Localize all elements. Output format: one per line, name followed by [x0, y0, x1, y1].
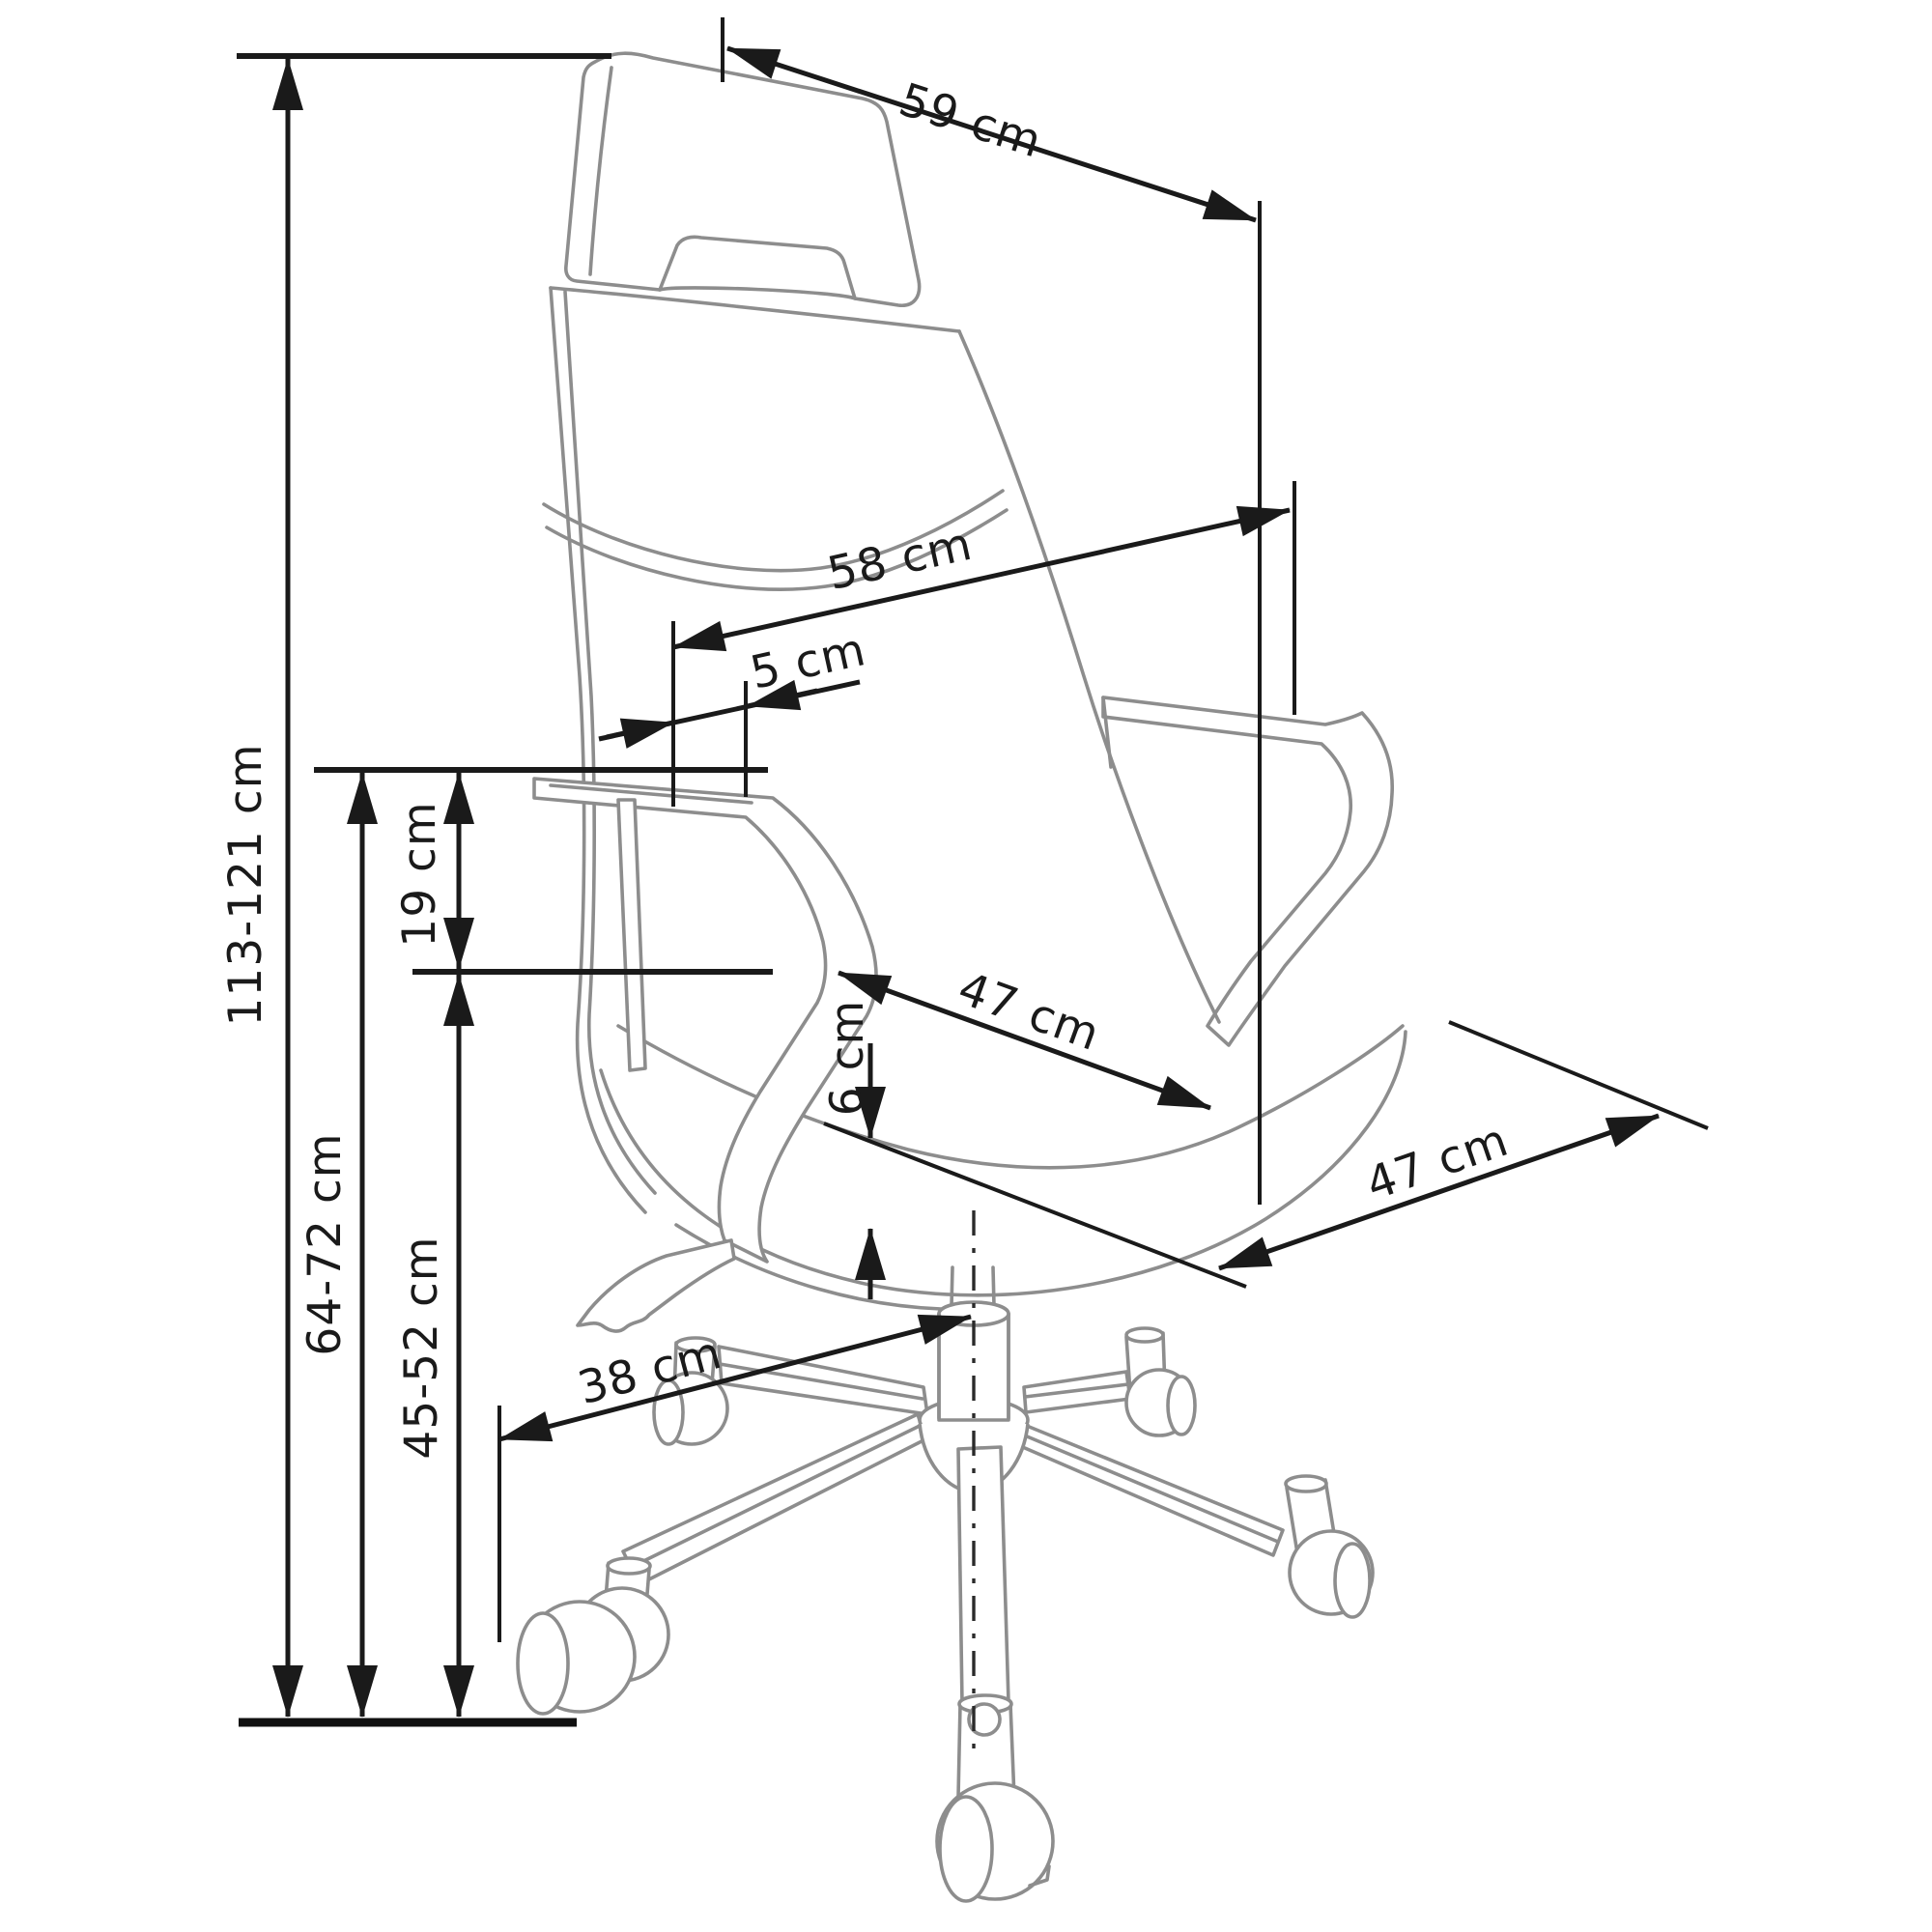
dimension-total-height: 113-121 cm [219, 58, 303, 1718]
dim-label-armrest-height: 64-72 cm [298, 1132, 352, 1355]
front-caster [935, 1445, 1055, 1903]
dimension-armrest-height: 64-72 cm [298, 772, 378, 1718]
dim-label-total-height: 113-121 cm [219, 744, 272, 1027]
right-armrest [1101, 696, 1395, 1047]
dim-label-seat-depth: 47 cm [952, 962, 1107, 1062]
dim-label-seat-height: 45-52 cm [395, 1236, 448, 1459]
gas-lift-piston [950, 1265, 996, 1308]
ext-line-seat-rear [1448, 1020, 1709, 1130]
dim-label-armrest-over-seat: 19 cm [393, 801, 446, 947]
dim-label-top-depth: 59 cm [893, 73, 1048, 169]
dimension-seat-width: 47 cm [1218, 1113, 1660, 1271]
dimension-armrest-over-seat: 19 cm [393, 772, 474, 970]
dimension-seat-thickness: 6 cm [821, 1000, 886, 1299]
front-right-caster [1284, 1474, 1375, 1619]
dimension-seat-depth: 47 cm [838, 962, 1211, 1111]
rear-right-caster [1124, 1326, 1197, 1437]
tilt-lever [576, 1238, 736, 1333]
left-armrest [532, 777, 878, 1264]
headrest-bracket [658, 286, 857, 300]
dim-label-seat-width: 47 cm [1359, 1114, 1515, 1211]
left-armrest-rear-post [616, 798, 647, 1072]
dimension-backrest-width: 58 cm [672, 505, 1291, 652]
dim-label-headrest-depth: 5 cm [746, 623, 871, 700]
dim-label-backrest-width: 58 cm [823, 518, 978, 601]
front-left-caster [516, 1556, 670, 1716]
dimension-headrest-depth: 5 cm [598, 623, 871, 749]
dimension-seat-height: 45-52 cm [395, 974, 474, 1718]
ext-line-seat-front [823, 1122, 1247, 1289]
dim-label-seat-thickness: 6 cm [821, 1000, 874, 1116]
chair-drawing [516, 51, 1407, 1903]
